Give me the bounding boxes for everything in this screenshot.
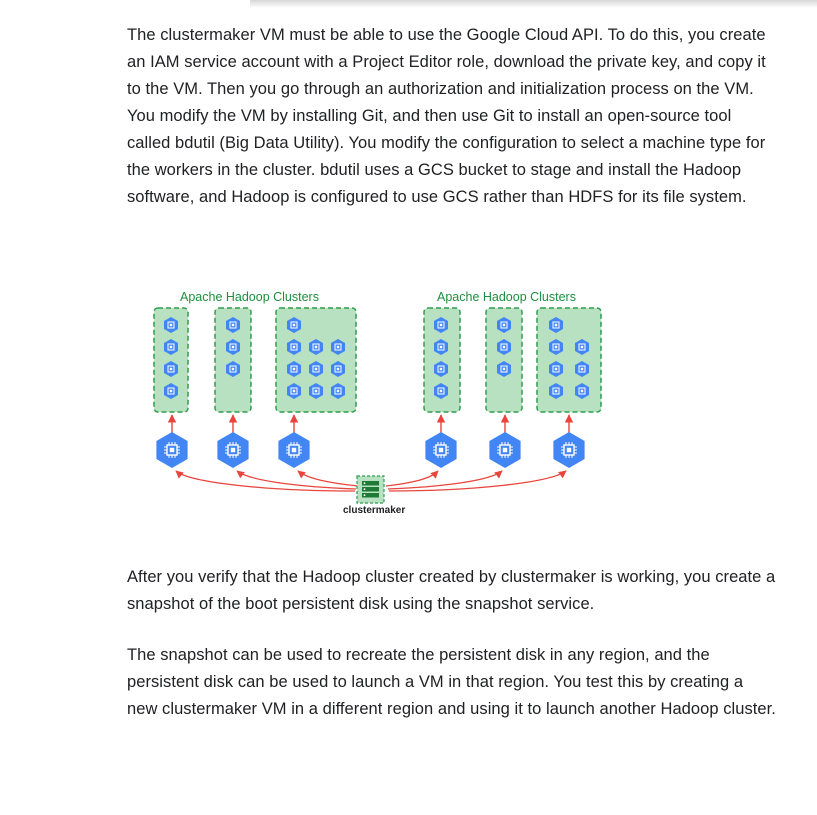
master-node-icon — [552, 431, 586, 469]
up-arrows — [167, 414, 574, 433]
cluster-box — [153, 307, 189, 413]
snapshot-paragraph: The snapshot can be used to recreate the… — [127, 646, 776, 718]
master-node-icon — [155, 431, 189, 469]
master-node-icon — [488, 431, 522, 469]
cluster-box — [485, 307, 523, 413]
top-shadow — [250, 0, 817, 8]
master-node-icon — [424, 431, 458, 469]
intro-paragraph: The clustermaker VM must be able to use … — [127, 26, 766, 206]
architecture-diagram: Apache Hadoop Clusters Apache Hadoop Clu… — [150, 283, 610, 523]
cluster-box — [423, 307, 461, 413]
left-cluster-title: Apache Hadoop Clusters — [180, 290, 319, 304]
clustermaker-server-icon — [356, 475, 385, 504]
provision-arrows — [175, 470, 567, 492]
master-node-icon — [216, 431, 250, 469]
cluster-box — [536, 307, 602, 413]
verify-paragraph: After you verify that the Hadoop cluster… — [127, 568, 776, 613]
cluster-box — [214, 307, 252, 413]
right-cluster-title: Apache Hadoop Clusters — [437, 290, 576, 304]
clustermaker-label: clustermaker — [343, 505, 405, 516]
master-node-icon — [277, 431, 311, 469]
diagram-svg: Apache Hadoop Clusters Apache Hadoop Clu… — [153, 290, 602, 516]
